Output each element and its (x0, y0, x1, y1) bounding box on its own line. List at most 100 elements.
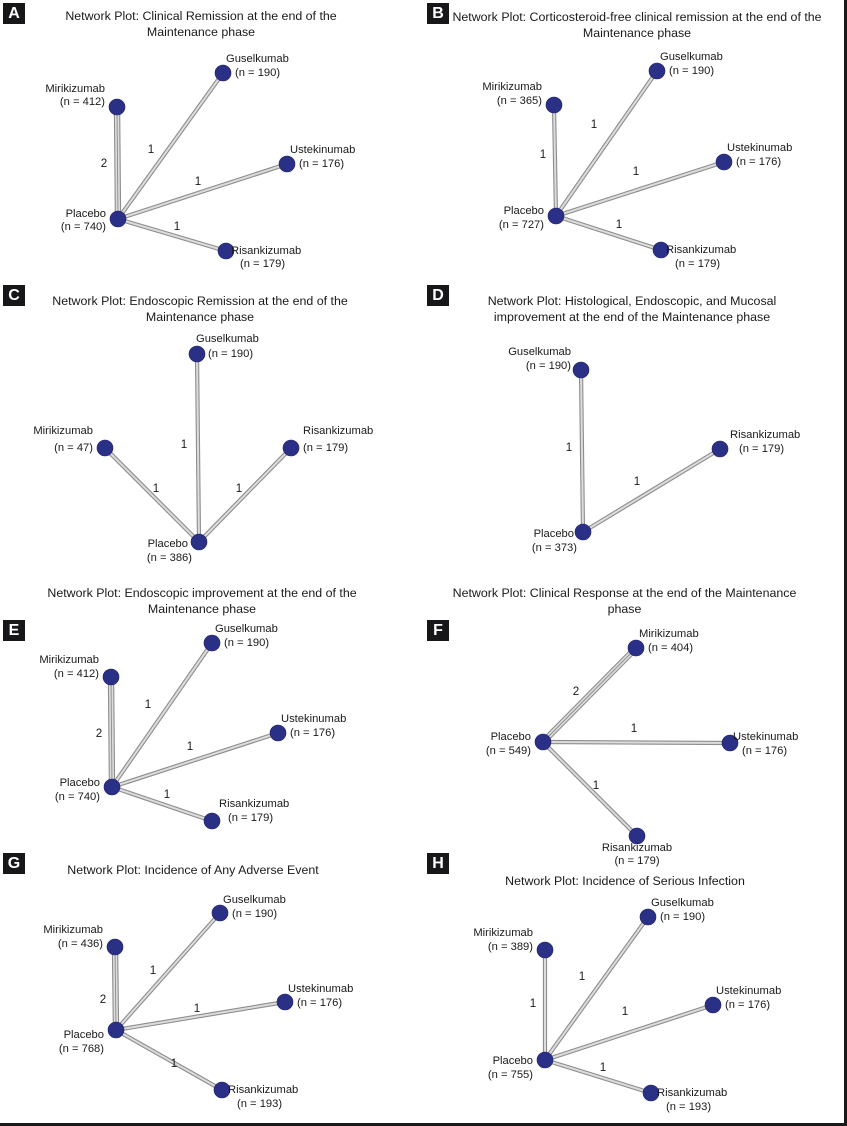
node-label-placebo: Placebo (66, 208, 106, 220)
edge-weight-label: 1 (145, 698, 151, 711)
node-sample-size-guselkumab: (n = 190) (232, 908, 277, 920)
node-risankizumab[interactable] (217, 242, 235, 260)
edge-placebo-guselkumab (116, 71, 225, 221)
node-placebo[interactable] (536, 1051, 554, 1069)
node-mirikizumab[interactable] (108, 98, 126, 116)
node-placebo[interactable] (190, 533, 208, 551)
node-placebo[interactable] (534, 733, 552, 751)
node-sample-size-mirikizumab: (n = 47) (54, 442, 93, 454)
node-risankizumab[interactable] (628, 827, 646, 845)
edge-placebo-risankizumab (114, 1028, 224, 1092)
node-sample-size-mirikizumab: (n = 389) (488, 941, 533, 953)
node-mirikizumab[interactable] (106, 938, 124, 956)
edge-group (103, 353, 293, 544)
edge-weight-label: 1 (566, 441, 572, 454)
node-risankizumab[interactable] (642, 1084, 660, 1102)
node-guselkumab[interactable] (203, 634, 221, 652)
node-label-ustekinumab: Ustekinumab (733, 731, 798, 743)
edge-placebo-ustekinumab (555, 160, 725, 218)
node-label-placebo: Placebo (493, 1055, 533, 1067)
node-mirikizumab[interactable] (627, 639, 645, 657)
node-sample-size-placebo: (n = 755) (488, 1069, 533, 1081)
edge-weight-label: 2 (573, 685, 579, 698)
edge-placebo-ustekinumab (117, 162, 288, 221)
node-sample-size-placebo: (n = 768) (59, 1043, 104, 1055)
edge-weight-label: 1 (171, 1057, 177, 1070)
node-label-placebo: Placebo (491, 731, 531, 743)
node-sample-size-mirikizumab: (n = 436) (58, 938, 103, 950)
node-ustekinumab[interactable] (278, 155, 296, 173)
node-sample-size-ustekinumab: (n = 176) (725, 999, 770, 1011)
panel-title-e: Network Plot: Endoscopic improvement at … (47, 586, 357, 616)
node-label-mirikizumab: Mirikizumab (33, 425, 93, 437)
panel-title-g: Network Plot: Incidence of Any Adverse E… (67, 863, 319, 877)
node-label-risankizumab: Risankizumab (657, 1087, 727, 1099)
node-risankizumab[interactable] (652, 241, 670, 259)
node-mirikizumab[interactable] (536, 941, 554, 959)
node-label-ustekinumab: Ustekinumab (288, 983, 353, 995)
node-guselkumab[interactable] (214, 64, 232, 82)
node-label-mirikizumab: Mirikizumab (39, 654, 99, 666)
node-risankizumab[interactable] (711, 440, 729, 458)
node-label-placebo: Placebo (64, 1029, 104, 1041)
node-placebo[interactable] (547, 207, 565, 225)
node-placebo[interactable] (109, 210, 127, 228)
node-risankizumab[interactable] (282, 439, 300, 457)
edge-weight-label: 1 (540, 148, 546, 161)
node-sample-size-placebo: (n = 373) (532, 542, 577, 554)
node-sample-size-ustekinumab: (n = 176) (742, 745, 787, 757)
node-sample-size-guselkumab: (n = 190) (669, 65, 714, 77)
panel-title-f: Network Plot: Clinical Response at the e… (452, 586, 797, 616)
node-ustekinumab[interactable] (715, 153, 733, 171)
node-risankizumab[interactable] (203, 812, 221, 830)
node-label-placebo: Placebo (504, 205, 544, 217)
node-mirikizumab[interactable] (96, 439, 114, 457)
node-sample-size-risankizumab: (n = 179) (228, 812, 273, 824)
node-risankizumab[interactable] (213, 1081, 231, 1099)
node-label-ustekinumab: Ustekinumab (716, 985, 781, 997)
panel-badge-h: H (427, 853, 449, 874)
node-placebo[interactable] (574, 523, 592, 541)
node-sample-size-guselkumab: (n = 190) (224, 637, 269, 649)
node-label-guselkumab: Guselkumab (223, 894, 286, 906)
edge-weight-label: 1 (591, 118, 597, 131)
node-guselkumab[interactable] (639, 908, 657, 926)
edge-group (107, 641, 279, 823)
node-mirikizumab[interactable] (545, 96, 563, 114)
node-mirikizumab[interactable] (102, 668, 120, 686)
edge-placebo-risankizumab (581, 447, 722, 534)
node-ustekinumab[interactable] (269, 724, 287, 742)
node-label-guselkumab: Guselkumab (215, 623, 278, 635)
edge-weight-label: 1 (164, 788, 170, 801)
node-guselkumab[interactable] (648, 62, 666, 80)
edge-weight-label: 1 (181, 438, 187, 451)
edge-placebo-mirikizumab (540, 645, 639, 745)
edge-weight-label: 1 (150, 964, 156, 977)
node-sample-size-risankizumab: (n = 179) (614, 855, 659, 867)
node-label-ustekinumab: Ustekinumab (727, 142, 792, 154)
node-guselkumab[interactable] (211, 904, 229, 922)
node-guselkumab[interactable] (572, 361, 590, 379)
edge-weight-label: 1 (194, 1002, 200, 1015)
node-ustekinumab[interactable] (704, 996, 722, 1014)
node-placebo[interactable] (103, 778, 121, 796)
node-ustekinumab[interactable] (276, 993, 294, 1011)
node-sample-size-placebo: (n = 740) (55, 791, 100, 803)
node-label-mirikizumab: Mirikizumab (45, 83, 105, 95)
edge-placebo-mirikizumab (107, 676, 116, 788)
edge-weight-label: 1 (631, 722, 637, 735)
node-sample-size-mirikizumab: (n = 412) (60, 96, 105, 108)
node-guselkumab[interactable] (188, 345, 206, 363)
edge-weight-label: 1 (579, 970, 585, 983)
node-ustekinumab[interactable] (721, 734, 739, 752)
node-placebo[interactable] (107, 1021, 125, 1039)
edge-group (551, 69, 725, 252)
edge-weight-label: 2 (96, 727, 102, 740)
edge-placebo-risankizumab (111, 785, 213, 823)
node-sample-size-risankizumab: (n = 193) (666, 1101, 711, 1113)
